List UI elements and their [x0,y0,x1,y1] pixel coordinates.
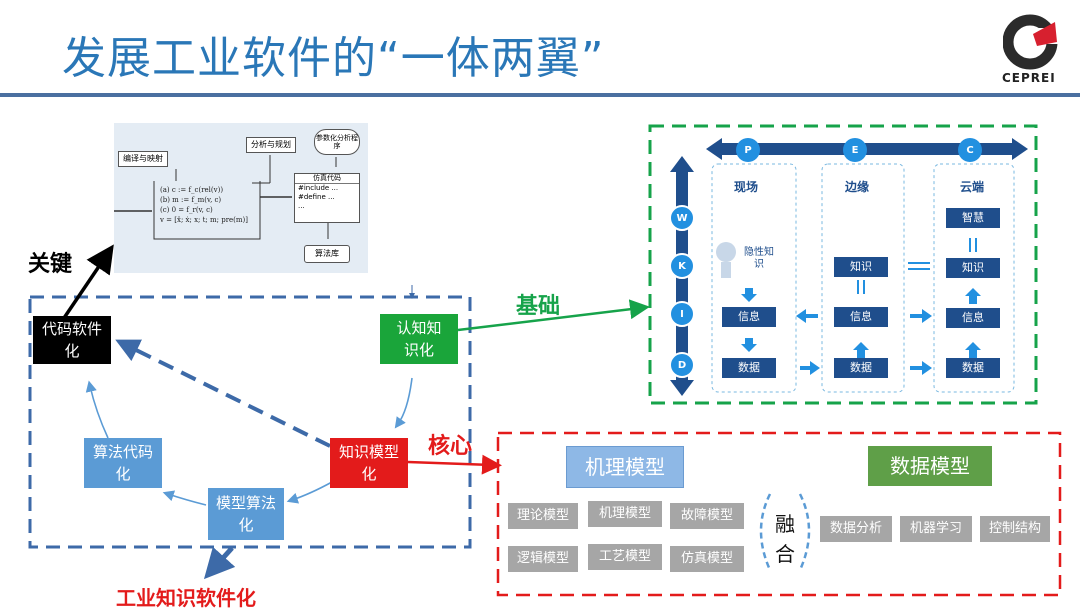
cell-field-info: 信息 [722,307,776,327]
node-w: W [669,205,695,231]
mech-item-theory: 理论模型 [508,503,578,529]
box-model-algo: 模型算法化 [208,488,284,540]
label-foundation: 基础 [516,294,561,319]
figure-code-box: 仿真代码 #include ... #define ... ... [294,173,360,223]
code-line-3: ... [298,202,305,211]
figure-formulas: (a) c := f_c(rel(v)) (b) m := f_m(v, c) … [160,185,256,226]
node-i: I [669,301,695,327]
cell-cloud-data: 数据 [946,358,1000,378]
formula-c: (c) 0 = f_r(v, c) [160,206,213,215]
page-title: 发展工业软件的“一体两翼” [62,33,605,84]
cell-cloud-wisdom: 智慧 [946,208,1000,228]
mech-item-logic: 逻辑模型 [508,546,578,572]
column-edge: 边缘 [845,180,870,194]
box-algo-code: 算法代码化 [84,438,162,488]
figure-cloud: 参数化分析程序 [314,129,360,155]
mech-item-fault: 故障模型 [670,503,744,529]
column-cloud: 云端 [960,180,985,194]
label-core: 核心 [428,434,473,459]
label-key: 关键 [28,252,73,277]
box-cognition: 认知知识化 [380,314,458,364]
data-item-control: 控制结构 [980,516,1050,542]
figure-box-compile: 编译与映射 [118,151,168,167]
figure-box-library: 算法库 [304,245,350,263]
node-c: C [958,138,982,162]
fusion-char-2: 合 [775,542,795,566]
box-knowledge-model: 知识模型化 [330,438,408,488]
logo-text: CEPREI [1002,71,1056,85]
fusion-char-1: 融 [775,512,795,536]
cell-cloud-info: 信息 [946,308,1000,328]
code-box-title: 仿真代码 [295,174,359,185]
cell-field-tacit: 隐性知识 [740,244,778,274]
data-item-ml: 机器学习 [900,516,972,542]
data-item-analysis: 数据分析 [820,516,892,542]
code-line-1: #include ... [298,184,339,193]
formula-v: v = [ẍ; ẋ; x; t; m; pre(m)] [160,216,249,225]
mech-item-simulation: 仿真模型 [670,546,744,572]
column-field: 现场 [734,180,759,194]
title-divider [0,93,1080,97]
mech-item-mechanism: 机理模型 [588,501,662,527]
figure-lines [114,155,337,240]
node-p: P [736,138,760,162]
node-e: E [843,138,867,162]
simulation-figure: 编译与映射 分析与规划 参数化分析程序 (a) c := f_c(rel(v))… [114,123,368,273]
formula-b: (b) m := f_m(v, c) [160,196,222,205]
cell-edge-data: 数据 [834,358,888,378]
figure-box-analysis: 分析与规划 [246,137,296,153]
node-k: K [669,253,695,279]
ceprei-logo-icon [1003,14,1061,70]
cell-edge-info: 信息 [834,307,888,327]
cell-cloud-knowledge: 知识 [946,258,1000,278]
formula-a: (a) c := f_c(rel(v)) [160,186,224,194]
code-line-2: #define ... [298,193,335,202]
node-d: D [669,352,695,378]
mech-model-title: 机理模型 [566,446,684,488]
cell-field-data: 数据 [722,358,776,378]
data-model-title: 数据模型 [868,446,992,486]
cell-edge-knowledge: 知识 [834,257,888,277]
label-bottom: 工业知识软件化 [116,586,256,610]
box-code-software: 代码软件化 [33,316,111,364]
mech-item-process: 工艺模型 [588,544,662,570]
